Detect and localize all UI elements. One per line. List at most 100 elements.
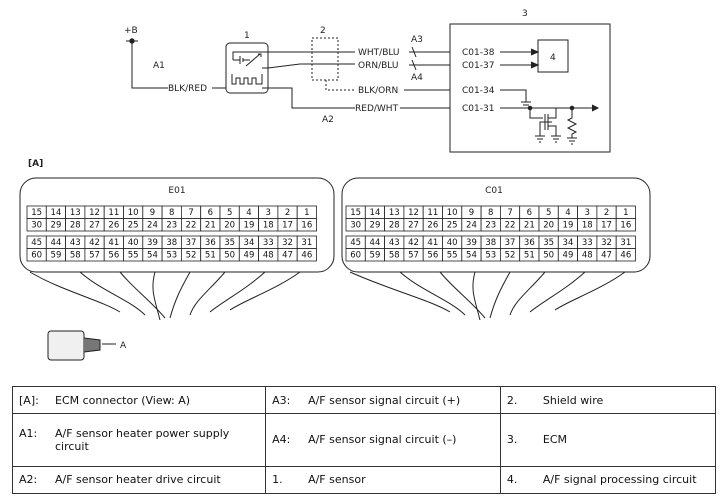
legend-key: A4: [272, 433, 291, 447]
pin-number: 25 [128, 221, 139, 231]
legend-cell: A1:A/F sensor heater power supply circui… [11, 413, 267, 467]
view-arrow-label: A [120, 341, 127, 351]
legend-key: A2: [19, 473, 38, 487]
pin-number: 10 [128, 208, 139, 218]
pin-number: 26 [427, 221, 438, 231]
pin-number: 28 [70, 221, 81, 231]
legend-cell: 2. Shield wire [499, 385, 717, 415]
pin-number: 14 [370, 208, 381, 218]
pin-number: 56 [427, 251, 438, 261]
pin-number: 21 [205, 221, 216, 231]
pin-number: 36 [524, 238, 535, 248]
label-a1: A1 [153, 61, 165, 71]
pin-number: 33 [582, 238, 593, 248]
pin-number: 46 [301, 251, 312, 261]
pin-number: 18 [582, 221, 593, 231]
wire-blk-red: BLK/RED [168, 84, 207, 94]
pin-number: 59 [370, 251, 381, 261]
pin-number: 11 [108, 208, 119, 218]
pin-number: 19 [244, 221, 255, 231]
terminal-c01-37: C01-37 [462, 61, 494, 71]
pin-number: 20 [543, 221, 554, 231]
pin-number: 9 [469, 208, 474, 218]
pin-number: 44 [370, 238, 381, 248]
pin-number: 47 [282, 251, 293, 261]
pin-number: 3 [266, 208, 271, 218]
pin-number: 46 [620, 251, 631, 261]
legend-key: [A]: [19, 393, 39, 407]
legend-table: [A]:ECM connector (View: A)A3:A/F sensor… [11, 385, 717, 495]
pin-number: 38 [485, 238, 496, 248]
pin-number: 30 [31, 221, 42, 231]
pin-number: 40 [447, 238, 458, 248]
pin-number: 30 [350, 221, 361, 231]
pin-number: 5 [546, 208, 551, 218]
pin-number: 1 [623, 208, 628, 218]
label-a4: A4 [411, 73, 423, 83]
pin-number: 39 [466, 238, 477, 248]
pin-number: 17 [282, 221, 293, 231]
pin-number: 37 [505, 238, 516, 248]
legend-cell: 4.A/F signal processing circuit [499, 465, 717, 495]
pin-number: 4 [246, 208, 251, 218]
legend-cell: A4:A/F sensor signal circuit (–) [265, 413, 501, 467]
pin-number: 52 [505, 251, 516, 261]
pin-number: 38 [166, 238, 177, 248]
pin-number: 9 [150, 208, 155, 218]
legend-text: ECM [542, 433, 567, 447]
pin-number: 33 [263, 238, 274, 248]
pin-number: 2 [285, 208, 290, 218]
pin-number: 57 [89, 251, 100, 261]
pin-number: 15 [31, 208, 42, 218]
legend-cell: [A]:ECM connector (View: A) [11, 385, 267, 415]
pin-cell [296, 248, 317, 262]
legend-text: A/F sensor signal circuit (+) [308, 393, 461, 407]
pin-number: 49 [244, 251, 255, 261]
pin-number: 16 [620, 221, 631, 231]
pin-number: 54 [147, 251, 158, 261]
label-processing-4: 4 [550, 53, 556, 63]
pin-number: 26 [108, 221, 119, 231]
wiring-diagram: +B A1 A2 A3 A4 1 2 3 4 BLK/RED WHT/BLU O… [19, 9, 651, 361]
pin-number: 39 [147, 238, 158, 248]
pin-number: 28 [389, 221, 400, 231]
legend-key: 3. [506, 433, 518, 447]
pin-number: 34 [563, 238, 574, 248]
pin-number: 59 [51, 251, 62, 261]
pin-number: 58 [389, 251, 400, 261]
pin-number: 32 [282, 238, 293, 248]
pin-number: 48 [582, 251, 593, 261]
pin-number: 42 [89, 238, 100, 248]
legend-key: 2. [506, 393, 518, 407]
pin-number: 60 [31, 251, 42, 261]
connector-view-icon [47, 330, 101, 361]
pin-number: 14 [51, 208, 62, 218]
pin-number: 17 [601, 221, 612, 231]
pin-number: 19 [563, 221, 574, 231]
pin-cell [615, 218, 636, 232]
pin-number: 8 [169, 208, 174, 218]
pin-number: 58 [70, 251, 81, 261]
pin-number: 41 [427, 238, 438, 248]
pin-number: 23 [485, 221, 496, 231]
pin-number: 43 [70, 238, 81, 248]
pin-number: 18 [263, 221, 274, 231]
pin-number: 24 [466, 221, 477, 231]
pin-number: 22 [186, 221, 197, 231]
label-a3: A3 [411, 35, 423, 45]
pin-number: 10 [447, 208, 458, 218]
wire-red-wht: RED/WHT [355, 104, 399, 114]
b-plus-label: +B [124, 26, 138, 36]
legend-text: Shield wire [542, 393, 604, 407]
pin-number: 29 [370, 221, 381, 231]
pin-number: 41 [108, 238, 119, 248]
pin-number: 42 [408, 238, 419, 248]
wire-blk-orn: BLK/ORN [358, 86, 398, 96]
pin-number: 45 [31, 238, 42, 248]
legend-text: A/F sensor heater power supply circuit [55, 426, 230, 453]
pin-number: 5 [227, 208, 232, 218]
pin-number: 20 [224, 221, 235, 231]
